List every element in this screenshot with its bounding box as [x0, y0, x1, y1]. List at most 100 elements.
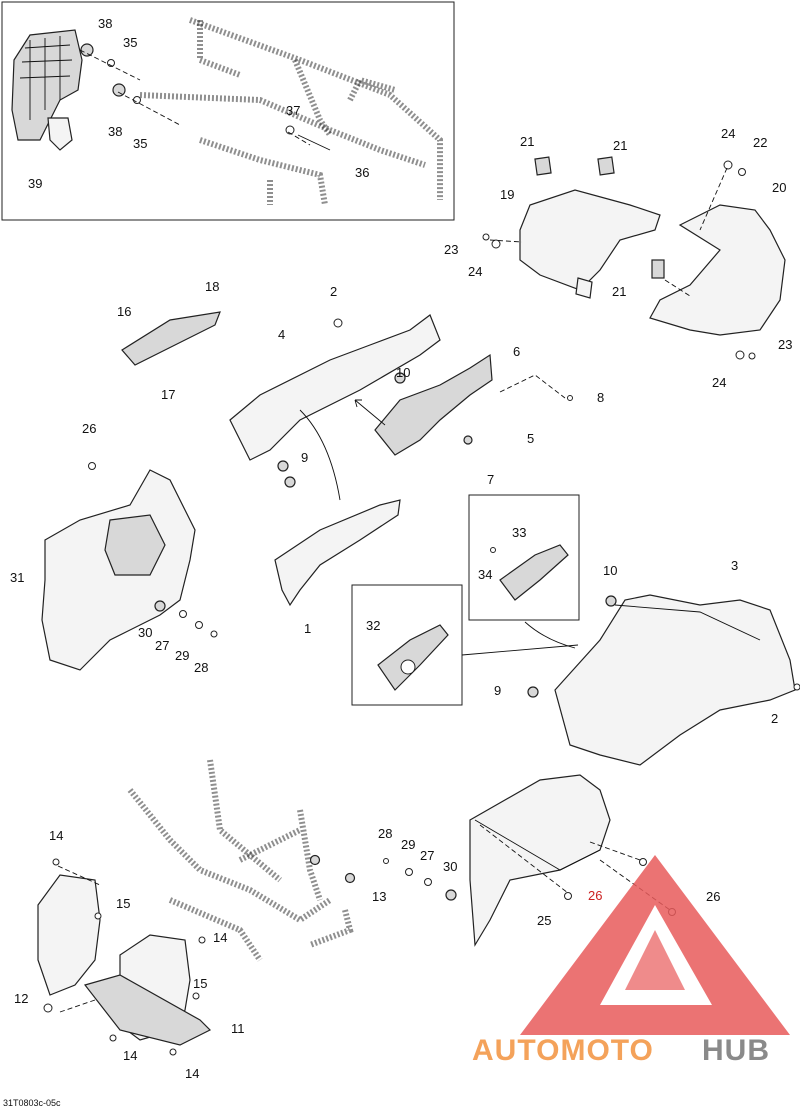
callout-16: 16: [117, 304, 131, 319]
part-13-grommet-b: [344, 872, 356, 884]
upper-right-guides: [489, 167, 728, 297]
callout-6: 6: [513, 344, 520, 359]
upper-middle-arrow: [354, 399, 386, 426]
part-39-ribs: [19, 36, 73, 120]
left-group: [41, 462, 218, 671]
part-2-pin-b: [793, 683, 800, 691]
part-24-washer-c: [735, 350, 745, 360]
callout-13: 13: [372, 889, 386, 904]
callout-30b: 30: [443, 859, 457, 874]
callout-21a: 21: [520, 134, 534, 149]
part-33-trim: [499, 544, 569, 601]
callout-31: 31: [10, 570, 24, 585]
part-21-block-b: [597, 156, 615, 176]
callout-24a: 24: [721, 126, 735, 141]
callout-11: 11: [231, 1021, 245, 1036]
part-34-screw: [490, 547, 496, 553]
callout-35a: 35: [123, 35, 137, 50]
part-11-left-guard: [37, 874, 101, 996]
part-32-trim: [377, 624, 449, 691]
callout-25: 25: [537, 913, 551, 928]
part-28-bolt-a: [210, 630, 218, 638]
bumper-frame-tube-5: [197, 20, 396, 102]
callout-4: 4: [278, 327, 285, 342]
callout-2b: 2: [771, 711, 778, 726]
part-36-bolt: [297, 134, 331, 151]
part-1-cover: [274, 499, 401, 607]
callout-20: 20: [772, 180, 786, 195]
part-8-screw: [567, 395, 573, 401]
part-39-bracket: [11, 29, 83, 141]
callout-26b: 26: [588, 888, 602, 903]
bumper-frame-tube-3: [199, 137, 328, 206]
watermark-text-part1: AUTOMOTO: [472, 1034, 654, 1067]
part-24-washer-a: [723, 160, 733, 170]
part-31-block: [104, 514, 166, 576]
callout-17: 17: [161, 387, 175, 402]
callout-30a: 30: [138, 625, 152, 640]
part-2-pin-a: [333, 318, 343, 328]
part-9-grommet-a1: [277, 460, 289, 472]
inset-frame-group: [1, 1, 455, 221]
inset-box-32: [351, 584, 463, 706]
callout-14d: 14: [185, 1066, 199, 1081]
part-39-clip: [47, 117, 73, 151]
callout-34: 34: [478, 567, 492, 582]
part-15-screw-a: [94, 912, 102, 920]
part-3-panel: [554, 594, 796, 766]
part-12-bolt: [43, 1003, 53, 1013]
bumper-frame-tube-4: [267, 58, 333, 205]
callout-33: 33: [512, 525, 526, 540]
callout-21b: 21: [613, 138, 627, 153]
inset-arrow-2: [524, 621, 576, 649]
bumper-frame-tube: [188, 17, 443, 200]
callout-24b: 24: [468, 264, 482, 279]
bumper-frame-tube-2: [139, 92, 426, 168]
callout-28a: 28: [194, 660, 208, 675]
upper-middle-group: [121, 311, 573, 501]
part-28-bolt-b: [383, 858, 389, 864]
lower-frame-tube-2: [238, 827, 354, 948]
part-35-nut-b: [133, 96, 141, 104]
part-19-tab: [575, 277, 593, 299]
callout-12: 12: [14, 991, 28, 1006]
callout-labels: 38 35 38 35 37 36 39 21 21 24 22 19 20 2…: [10, 16, 792, 1081]
watermark: AUTOMOTO HUB: [472, 855, 790, 1067]
part-15-screw-b: [192, 992, 200, 1000]
part-6-panel: [374, 353, 493, 456]
callout-26a: 26: [82, 421, 96, 436]
callout-14b: 14: [213, 930, 227, 945]
part-26-screw-b: [564, 892, 572, 900]
callout-9a: 9: [301, 450, 308, 465]
callout-28b: 28: [378, 826, 392, 841]
callout-37: 37: [286, 103, 300, 118]
part-10-grommet-a: [394, 372, 406, 384]
callout-1: 1: [304, 621, 311, 636]
callout-23a: 23: [444, 242, 458, 257]
diagram-code: 31T0803c-05c: [3, 1098, 61, 1108]
part-23-bolt-b: [748, 352, 756, 360]
part-20-panel: [649, 204, 786, 336]
watermark-logo-inner-icon: [625, 930, 685, 990]
callout-2a: 2: [330, 284, 337, 299]
part-38-grommet-b: [112, 83, 126, 97]
callout-24c: 24: [712, 375, 726, 390]
part-9-grommet-b: [527, 686, 539, 698]
callout-29a: 29: [175, 648, 189, 663]
part-7-clip: [463, 435, 473, 445]
callout-8: 8: [597, 390, 604, 405]
part-26-screw-c: [639, 858, 647, 866]
part-16-bracket: [121, 311, 221, 366]
upper-middle-guides: [499, 374, 566, 399]
callout-15b: 15: [193, 976, 207, 991]
part-21-block-a: [534, 156, 552, 176]
watermark-text-part2: HUB: [702, 1034, 770, 1067]
part-30-grommet-b: [445, 889, 457, 901]
part-29-washer-b: [405, 868, 413, 876]
callout-5: 5: [527, 431, 534, 446]
callout-22: 22: [753, 135, 767, 150]
callout-27b: 27: [420, 848, 434, 863]
part-22-nut: [738, 168, 746, 176]
part-14-screw-c: [109, 1034, 117, 1042]
